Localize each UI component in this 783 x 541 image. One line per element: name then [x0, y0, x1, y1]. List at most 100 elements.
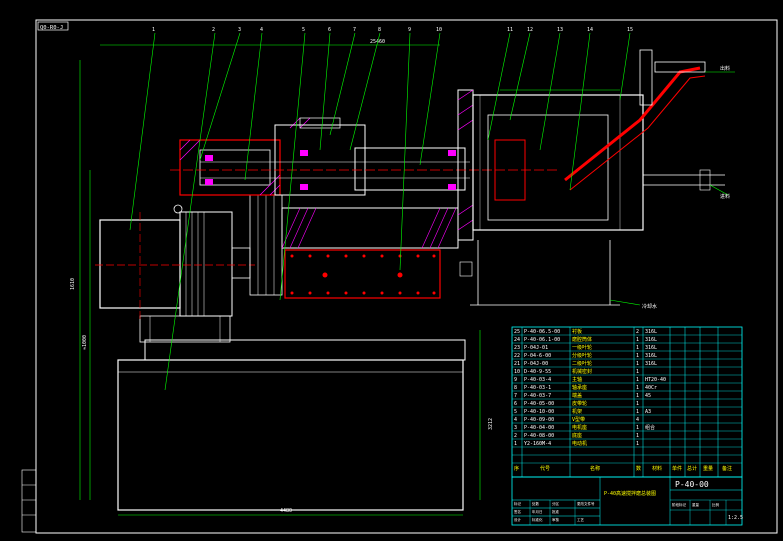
seal-housing: [274, 124, 366, 196]
panel-bolts: [290, 254, 436, 295]
leader-9: 9: [408, 27, 411, 33]
title-block-label: 分区: [552, 501, 560, 506]
bom-cell-mat: 316L: [645, 337, 657, 343]
bom-header-cell: 序: [514, 465, 519, 472]
eye-bolt: [173, 204, 183, 214]
inspection-panel[interactable]: [284, 249, 441, 299]
leader-4: 4: [260, 27, 263, 33]
title-block-label: 标记: [514, 501, 522, 506]
bom-cell-code: P-40-10-00: [524, 409, 554, 415]
bom-cell-name: 主轴: [572, 376, 582, 383]
leader-6: 6: [328, 27, 331, 33]
title-block-label: 年月日: [532, 509, 543, 514]
height-dim2: ≈1000: [82, 335, 88, 350]
pulley[interactable]: [231, 247, 251, 279]
bom-cell-qty: 1: [636, 385, 639, 391]
sheet-code-box: [37, 21, 69, 31]
bearing-stand[interactable]: [281, 207, 459, 249]
pipe-flange: [654, 61, 706, 73]
bom-cell-qty: 1: [636, 441, 639, 447]
dimensions: [79, 44, 620, 516]
bom-cell-no: 8: [514, 385, 517, 391]
inlet-pipe[interactable]: [564, 66, 701, 182]
leader-2: 2: [212, 27, 215, 33]
bom-cell-code: P-40-06.5-00: [524, 329, 560, 335]
bom-cell-name: 机械密封: [572, 368, 592, 375]
bom-cell-mat: 45: [645, 393, 651, 399]
leader-15: 15: [627, 27, 633, 33]
main-shaft[interactable]: [354, 147, 466, 191]
bom-header: 序代号名称数材料单件总计重量备注: [514, 465, 732, 472]
bom-cell-no: 22: [514, 353, 520, 359]
bom-header-cell: 单件: [672, 465, 682, 472]
bom-cell-code: P-40-03-1: [524, 385, 551, 391]
bom-cell-code: P-04-6-00: [524, 353, 551, 359]
title-block-label: 阶段标记: [672, 502, 686, 507]
bom-cell-qty: 1: [636, 425, 639, 431]
housing-hatch: [179, 117, 311, 196]
bom-cell-name: 衬板: [572, 328, 582, 335]
title-block-label: 重量: [692, 502, 700, 507]
bom-cell-code: P-40-05-00: [524, 401, 554, 407]
bom-cell-no: 9: [514, 377, 517, 383]
impeller[interactable]: [494, 139, 526, 201]
bom-cell-name: 二级叶轮: [572, 360, 592, 367]
leader-11: 11: [507, 27, 513, 33]
bom-cell-qty: 1: [636, 353, 639, 359]
bom-cell-name: V型带: [572, 416, 585, 423]
bom-table[interactable]: [511, 326, 743, 478]
motor-base[interactable]: [139, 315, 231, 343]
bom-cell-code: P-40-04-00: [524, 425, 554, 431]
bom-cell-name: 一级叶轮: [572, 344, 592, 351]
base-block[interactable]: [117, 359, 464, 511]
grinding-chamber[interactable]: [472, 94, 644, 231]
callout-water: 冷却水: [642, 303, 657, 310]
bom-cell-no: 7: [514, 393, 517, 399]
bom-header-cell: 重量: [703, 465, 713, 472]
leader-7: 7: [353, 27, 356, 33]
bom-cell-code: P-40-08-00: [524, 433, 554, 439]
bom-cell-mat: HT20-40: [645, 377, 666, 383]
bom-cell-name: 电机座: [572, 424, 587, 431]
bom-header-cell: 代号: [540, 465, 550, 472]
bom-cell-qty: 1: [636, 377, 639, 383]
bom-cell-qty: 1: [636, 337, 639, 343]
bom-cell-code: P-40-06.1-00: [524, 337, 560, 343]
sheet-code: Q0-R0-J: [40, 25, 63, 31]
bom-cell-mat: 组合: [645, 424, 655, 431]
title-block-label: 标准化: [532, 517, 543, 522]
leader-8: 8: [378, 27, 381, 33]
drawing-title: P-40高速搅拌磨总装图: [604, 490, 656, 497]
bom-cell-code: P-04J-01: [524, 345, 548, 351]
bom-cell-no: 24: [514, 337, 520, 343]
bearings: [205, 150, 456, 190]
bom-cell-name: 皮带轮: [572, 400, 587, 407]
leader-10: 10: [436, 27, 442, 33]
bom-cell-qty: 2: [636, 329, 639, 335]
bearing-housing[interactable]: [179, 139, 281, 196]
bom-cell-no: 10: [514, 369, 520, 375]
bom-cell-name: 分级叶轮: [572, 352, 592, 359]
title-block-label: 审核: [552, 517, 560, 522]
title-block-label: 更改文件号: [577, 501, 595, 506]
flange-hatch: [457, 89, 474, 231]
bom-header-cell: 数: [636, 465, 641, 472]
bom-cell-name: 磨腔筒体: [572, 336, 592, 343]
bom-cell-no: 6: [514, 401, 517, 407]
bom-cell-no: 23: [514, 345, 520, 351]
bom-cell-no: 3: [514, 425, 517, 431]
callout-outlet: 出料: [720, 65, 730, 72]
drain-valve[interactable]: [459, 261, 473, 277]
bom-cell-qty: 1: [636, 361, 639, 367]
bom-cell-mat: 316L: [645, 329, 657, 335]
bom-cell-mat: 40Cr: [645, 385, 657, 391]
title-block-label: 设计: [514, 517, 522, 522]
bom-cell-no: 21: [514, 361, 520, 367]
drawing-frame: [35, 19, 778, 534]
title-block-label: 工艺: [577, 517, 585, 522]
title-block-cells: 标记处数分区更改文件号签名年月日设计标准化审核工艺批准阶段标记重量比例: [514, 501, 720, 522]
title-block[interactable]: [511, 476, 743, 526]
bom-cell-qty: 1: [636, 369, 639, 375]
bom-cell-mat: 316L: [645, 361, 657, 367]
